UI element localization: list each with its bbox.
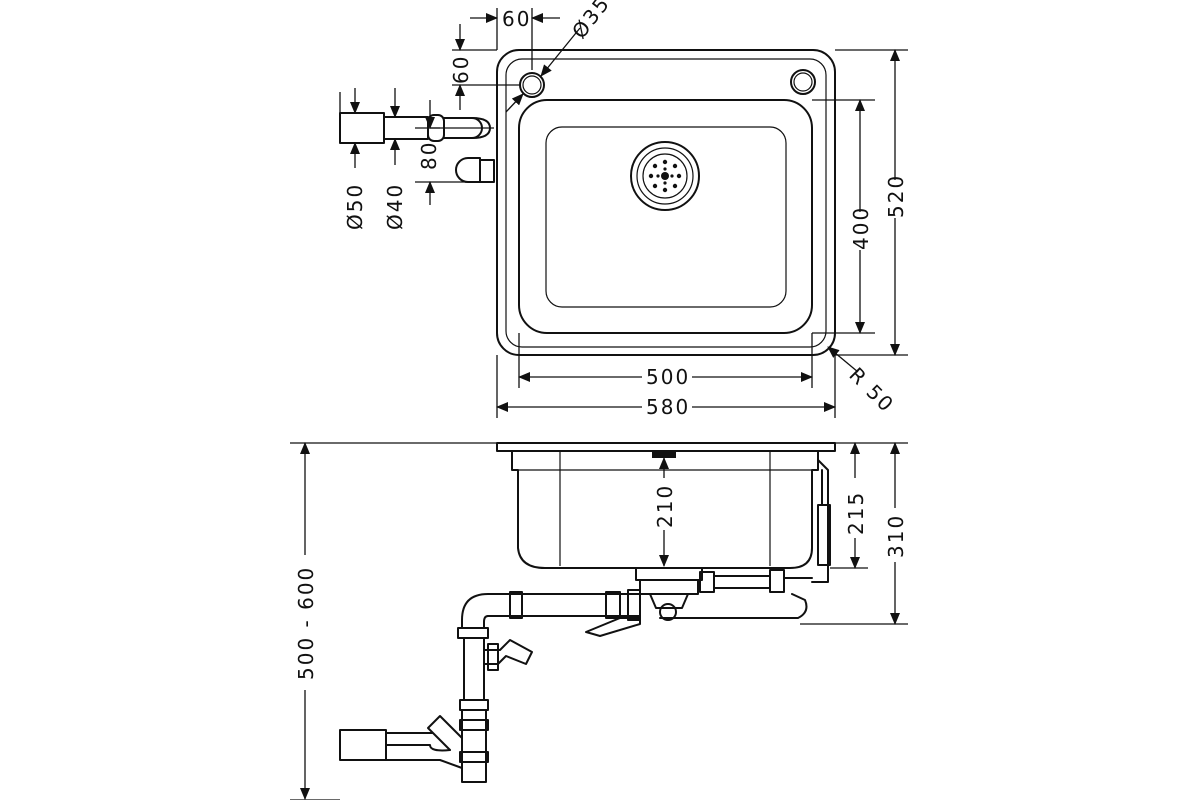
bowl-outline xyxy=(518,99,813,334)
dim-corner-radius: R 50 xyxy=(844,363,899,418)
dim-bowl-depth: 210 xyxy=(653,484,677,528)
bowl-bottom xyxy=(545,126,787,308)
dim-hose-diameter: Ø40 xyxy=(383,183,407,230)
dim-overflow-height: 215 xyxy=(844,491,868,535)
second-hole xyxy=(790,69,816,95)
sink-rim-inner xyxy=(505,58,827,348)
sink-side-view: 500 - 600 210 215 310 xyxy=(290,442,908,800)
dim-hole-offset-x: 60 xyxy=(502,7,531,31)
sink-rim-outer xyxy=(496,49,836,356)
sink-top-view: 60 Ø35 60 Ø50 Ø40 80 400 xyxy=(339,0,908,419)
dim-hole-offset-y: 60 xyxy=(449,55,473,84)
second-hole-inner xyxy=(793,72,813,92)
dim-overall-depth: 310 xyxy=(884,514,908,558)
dim-overflow-spacing: 80 xyxy=(417,141,441,170)
dim-total-height: 500 - 600 xyxy=(294,566,318,680)
drain-strainer-icon xyxy=(630,141,700,211)
dim-bowl-width: 500 xyxy=(646,365,690,389)
dim-hole-diameter: Ø35 xyxy=(567,0,615,43)
dim-outlet-diameter: Ø50 xyxy=(343,183,367,230)
side-rim xyxy=(496,442,836,452)
tap-hole-inner xyxy=(522,75,542,95)
dim-overall-width: 580 xyxy=(646,395,690,419)
dim-overall-length: 520 xyxy=(884,174,908,218)
dim-bowl-length: 400 xyxy=(849,206,873,250)
